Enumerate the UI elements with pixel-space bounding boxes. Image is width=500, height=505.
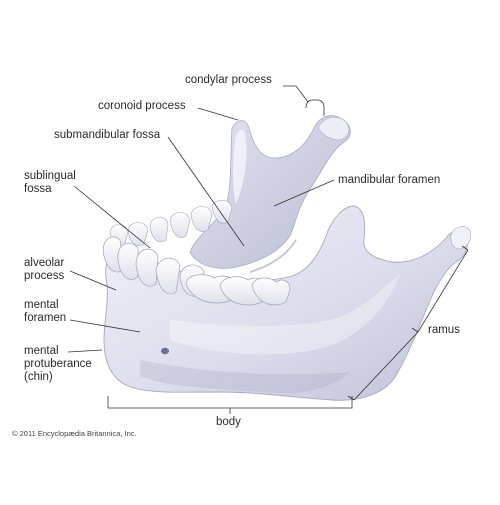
- near-teeth: [102, 236, 291, 306]
- leader-condylar-process: [283, 85, 309, 103]
- leader-sublingual-fossa: [73, 185, 151, 249]
- label-sublingual-fossa: sublingual fossa: [24, 170, 76, 195]
- label-coronoid-process: coronoid process: [98, 100, 186, 112]
- leader-alveolar-process: [69, 270, 117, 291]
- label-body: body: [216, 416, 241, 428]
- label-condylar-process: condylar process: [185, 74, 272, 86]
- label-mental-protuberance: mental protuberance (chin): [24, 345, 92, 383]
- leader-submandibular-fossa: [167, 136, 245, 247]
- label-alveolar-process: alveolar process: [24, 257, 65, 282]
- far-teeth: [109, 199, 233, 248]
- leader-mental-protuberance: [67, 349, 103, 353]
- far-ramus: [189, 115, 351, 269]
- leader-lines: [67, 85, 469, 414]
- leader-coronoid-process: [197, 107, 239, 121]
- copyright-notice: © 2011 Encyclopædia Britannica, Inc.: [12, 429, 137, 438]
- near-mandible: [103, 205, 472, 401]
- label-ramus: ramus: [428, 324, 460, 336]
- leader-mandibular-foramen: [273, 179, 335, 207]
- label-mental-foramen: mental foramen: [24, 299, 67, 324]
- mental-foramen-hole: [161, 347, 169, 355]
- label-submandibular-fossa: submandibular fossa: [54, 129, 161, 141]
- label-mandibular-foramen: mandibular foramen: [338, 174, 441, 186]
- leader-mental-foramen: [69, 319, 141, 333]
